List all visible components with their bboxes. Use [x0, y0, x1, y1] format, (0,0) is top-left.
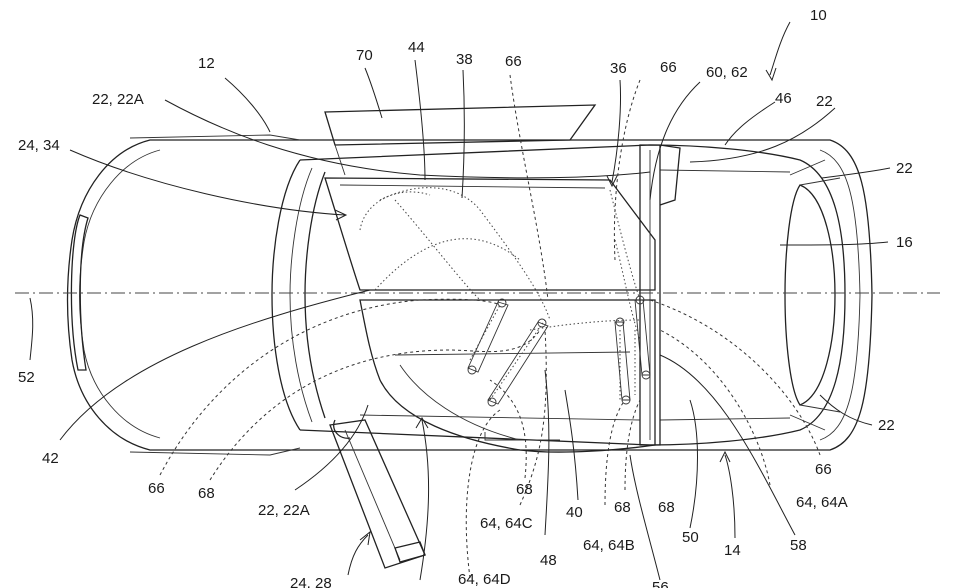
label-ref-22-22a-top: 22, 22A [92, 91, 144, 108]
label-ref-58: 58 [790, 537, 807, 554]
door-assembly-lower [329, 299, 656, 569]
label-ref-22-22a-bottom: 22, 22A [258, 502, 310, 519]
reference-labels: 10 12 70 44 38 66 36 66 60, 62 46 22 22,… [18, 7, 913, 588]
label-ref-68-b: 68 [516, 481, 533, 498]
label-ref-70: 70 [356, 47, 373, 64]
label-ref-64-64d: 64, 64D [458, 571, 511, 588]
label-ref-68-a: 68 [198, 485, 215, 502]
label-ref-64-64a: 64, 64A [796, 494, 848, 511]
label-ref-68-d: 68 [658, 499, 675, 516]
label-ref-46: 46 [775, 90, 792, 107]
label-ref-24-28: 24, 28 [290, 575, 332, 588]
label-ref-60-62: 60, 62 [706, 64, 748, 81]
vehicle-body [66, 134, 873, 456]
label-ref-36: 36 [610, 60, 627, 77]
label-ref-22-bottom-right: 22 [878, 417, 895, 434]
leader-lines [29, 21, 891, 581]
label-ref-44: 44 [408, 39, 425, 56]
label-ref-22-right: 22 [896, 160, 913, 177]
label-ref-66-c: 66 [148, 480, 165, 497]
label-ref-56: 56 [652, 579, 669, 588]
label-ref-42: 42 [42, 450, 59, 467]
hinge-links [467, 295, 651, 407]
label-ref-10: 10 [810, 7, 827, 24]
label-ref-12: 12 [198, 55, 215, 72]
label-ref-64-64b: 64, 64B [583, 537, 635, 554]
label-ref-24-34: 24, 34 [18, 137, 60, 154]
label-ref-66-a: 66 [505, 53, 522, 70]
label-ref-52: 52 [18, 369, 35, 386]
label-ref-66-b: 66 [660, 59, 677, 76]
label-ref-64-64c: 64, 64C [480, 515, 533, 532]
label-ref-50: 50 [682, 529, 699, 546]
label-ref-66-d: 66 [815, 461, 832, 478]
dashed-reference-lines [159, 74, 821, 579]
label-ref-22-top: 22 [816, 93, 833, 110]
label-ref-40: 40 [566, 504, 583, 521]
label-ref-38: 38 [456, 51, 473, 68]
label-ref-68-c: 68 [614, 499, 631, 516]
vehicle-cabin [271, 144, 846, 446]
label-ref-16: 16 [896, 234, 913, 251]
label-ref-14: 14 [724, 542, 741, 559]
label-ref-48: 48 [540, 552, 557, 569]
